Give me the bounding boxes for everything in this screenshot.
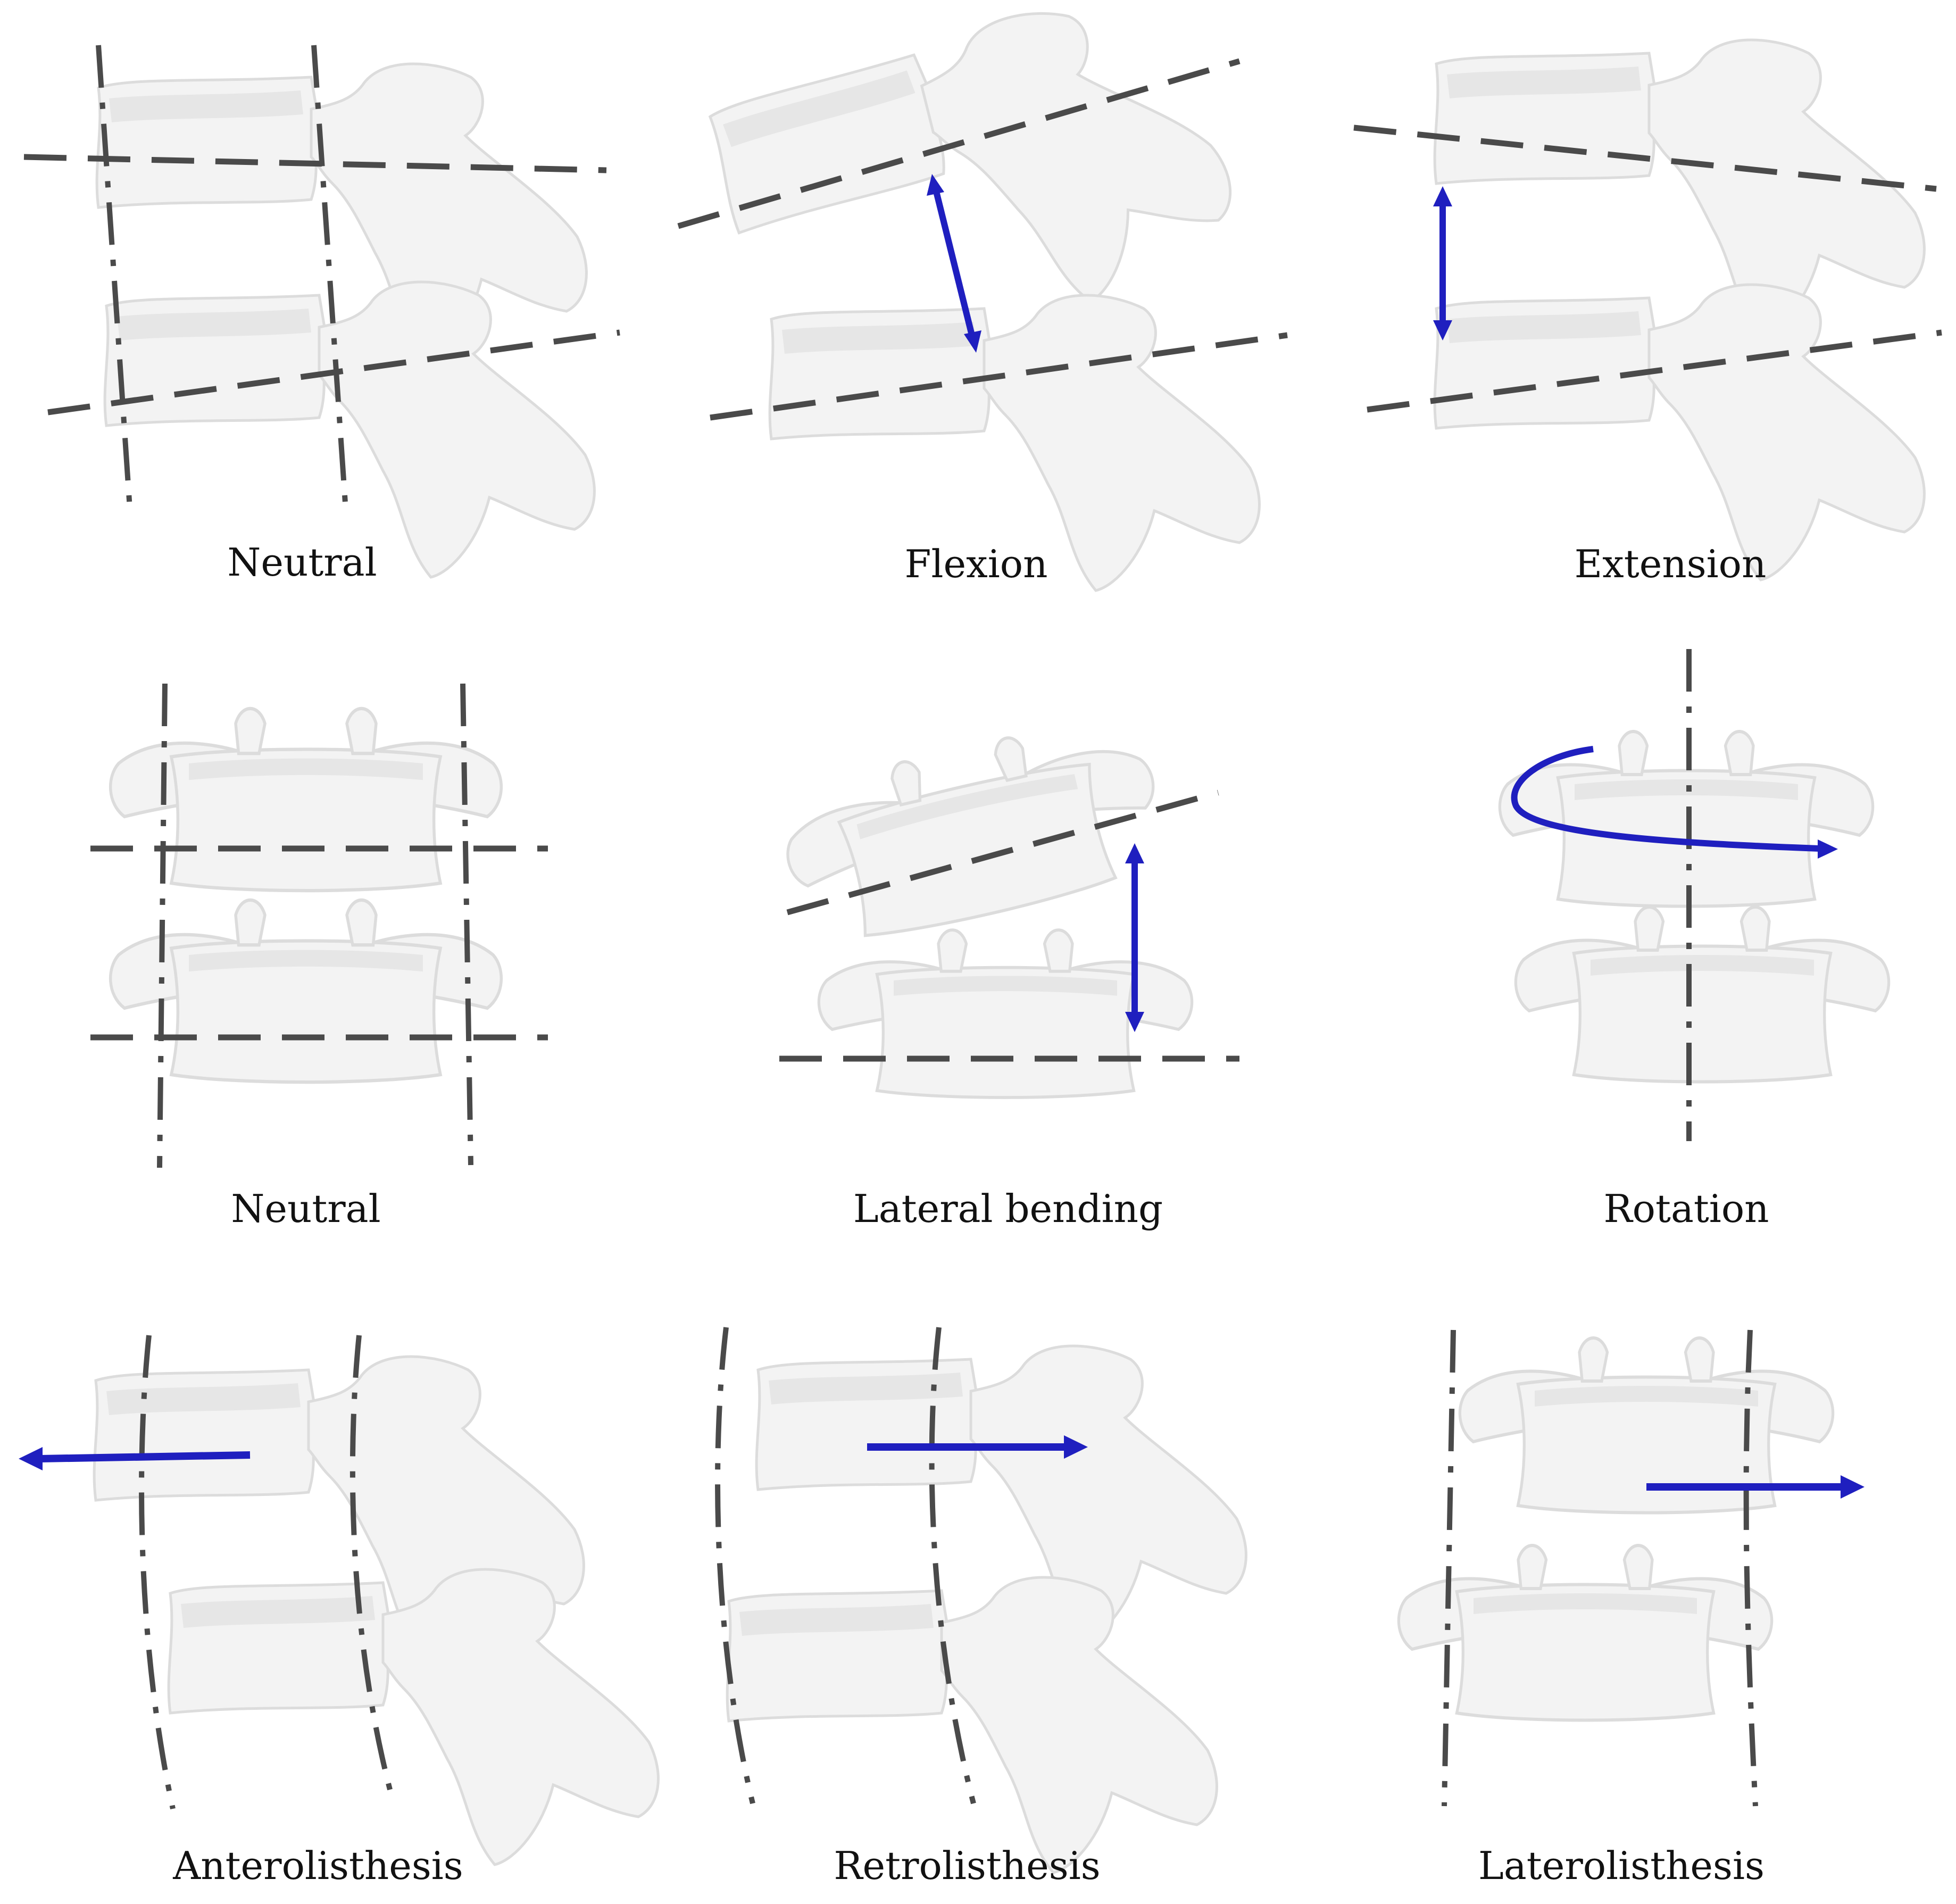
caption-laterolisthesis: Laterolisthesis xyxy=(1478,1843,1764,1888)
caption-neutral-frontal: Neutral xyxy=(231,1186,381,1231)
panel-retrolisthesis xyxy=(715,1327,1246,1873)
panel-neutral-lateral xyxy=(23,45,620,577)
panel-laterolisthesis xyxy=(1399,1329,1865,1807)
panel-lateral-bending xyxy=(772,708,1239,1097)
panel-flexion xyxy=(677,0,1288,591)
caption-lateral-bending: Lateral bending xyxy=(853,1186,1163,1231)
caption-anterolisthesis: Anterolisthesis xyxy=(173,1843,463,1888)
caption-neutral-lateral: Neutral xyxy=(227,540,377,585)
panel-extension xyxy=(1353,40,1942,580)
panel-rotation xyxy=(1500,649,1888,1141)
caption-rotation: Rotation xyxy=(1603,1186,1769,1231)
caption-retrolisthesis: Retrolisthesis xyxy=(834,1843,1101,1888)
panel-neutral-frontal xyxy=(90,683,548,1168)
caption-extension: Extension xyxy=(1574,542,1767,586)
caption-flexion: Flexion xyxy=(904,542,1048,586)
panel-anterolisthesis xyxy=(19,1335,658,1865)
